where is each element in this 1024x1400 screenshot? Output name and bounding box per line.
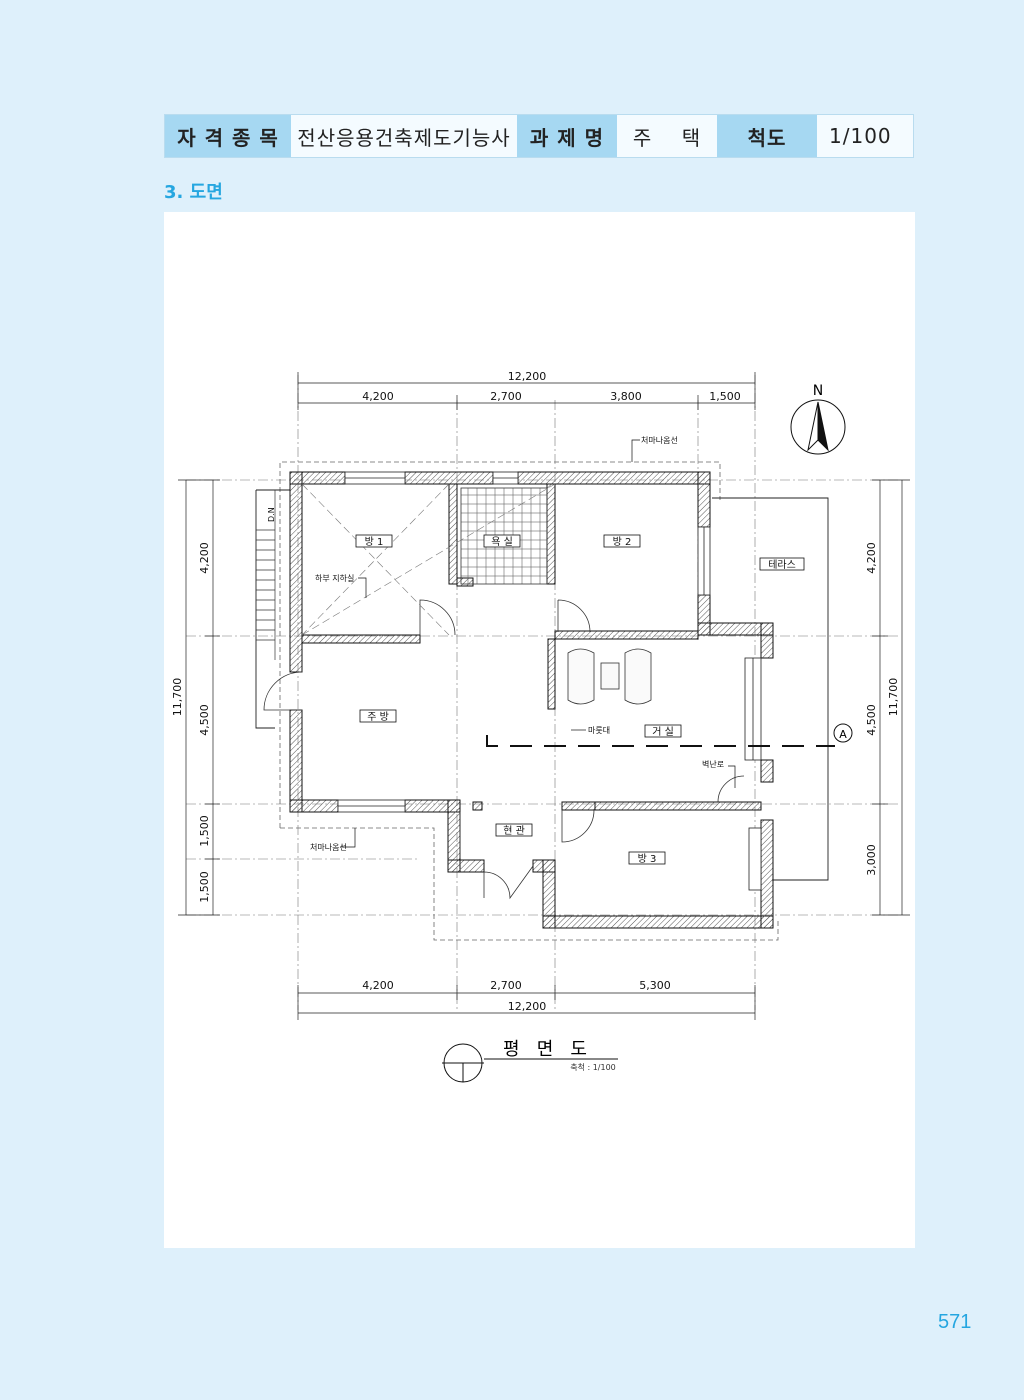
section-marker-label: A [839,728,847,741]
note-fireplace: 벽난로 [702,759,724,769]
drawing-sheet: A 12,200 4,200 2,700 3,800 1,500 4,200 [164,212,915,1248]
dim-bottom-1: 4,200 [362,979,394,992]
dim-right-3: 3,000 [865,844,878,876]
inner-walls [301,483,762,811]
dim-right-total: 11,700 [887,678,900,717]
stair [256,490,276,660]
dim-top-1: 4,200 [362,390,394,403]
north-label: N [813,383,823,399]
room-label-living: 거 실 [652,726,674,738]
dim-left-1: 4,200 [198,542,211,574]
note-basement: 하부 지하실 [315,573,354,583]
dimension-texts: 12,200 4,200 2,700 3,800 1,500 4,200 2,7… [171,370,900,1013]
dim-top-total: 12,200 [508,370,547,383]
terrace-outline [255,489,829,881]
room-label-room3: 방 3 [638,853,657,865]
basement-lines [301,483,556,636]
outer-walls [289,471,774,929]
annotations: 처마나옴선 처마나옴선 하부 지하실 마룻대 벽난로 D.N [267,436,736,852]
note-dn: D.N [267,507,276,522]
dim-left-3: 1,500 [198,815,211,847]
note-maru: 마룻대 [588,726,610,735]
header-label-task: 과 제 명 [517,115,617,157]
dim-top-3: 3,800 [610,390,642,403]
dim-top-4: 1,500 [709,390,741,403]
header-value-task: 주 택 [617,115,717,157]
header-label-qualification: 자 격 종 목 [165,115,291,157]
dim-right-1: 4,200 [865,542,878,574]
section-marker [833,723,853,743]
header-value-qualification: 전산응용건축제도기능사 [291,115,517,157]
plan-title: 평 면 도 [503,1039,587,1060]
dim-bottom-total: 12,200 [508,1000,547,1013]
header-value-scale: 1/100 [817,115,913,157]
dim-left-2: 4,500 [198,704,211,736]
section-line [486,735,835,747]
plan-title-block: 평 면 도 축척 : 1/100 [442,1039,618,1083]
sofa-set [567,648,652,705]
room-label-room2: 방 2 [613,536,632,548]
room-label-room1: 방 1 [365,536,384,548]
dim-right-2: 4,500 [865,704,878,736]
dim-bottom-2: 2,700 [490,979,522,992]
note-eave-bottom: 처마나옴선 [310,843,347,852]
page-number: 571 [938,1311,972,1333]
eave-lines [279,461,779,941]
room-labels: 방 1 욕 실 방 2 테라스 주 방 거 실 현 관 방 3 [355,534,805,865]
floor-plan-drawing: A 12,200 4,200 2,700 3,800 1,500 4,200 [171,370,910,1083]
north-arrow: N [790,383,846,455]
dim-left-4: 1,500 [198,871,211,903]
header-label-scale: 척도 [717,115,817,157]
dim-bottom-3: 5,300 [639,979,671,992]
dimension-lines [178,372,910,1020]
plan-scale: 축척 : 1/100 [570,1063,616,1072]
room-label-bath: 욕 실 [491,536,513,548]
room-label-entrance: 현 관 [503,825,525,837]
doors [263,599,745,900]
room-label-kitchen: 주 방 [367,711,389,723]
dim-top-2: 2,700 [490,390,522,403]
section-title: 3. 도면 [164,182,223,203]
header-table: 자 격 종 목 전산응용건축제도기능사 과 제 명 주 택 척도 1/100 [164,114,914,158]
note-eave-top: 처마나옴선 [641,436,678,445]
room-label-terrace: 테라스 [768,559,796,571]
windows [337,471,762,891]
dim-left-total: 11,700 [171,678,184,717]
